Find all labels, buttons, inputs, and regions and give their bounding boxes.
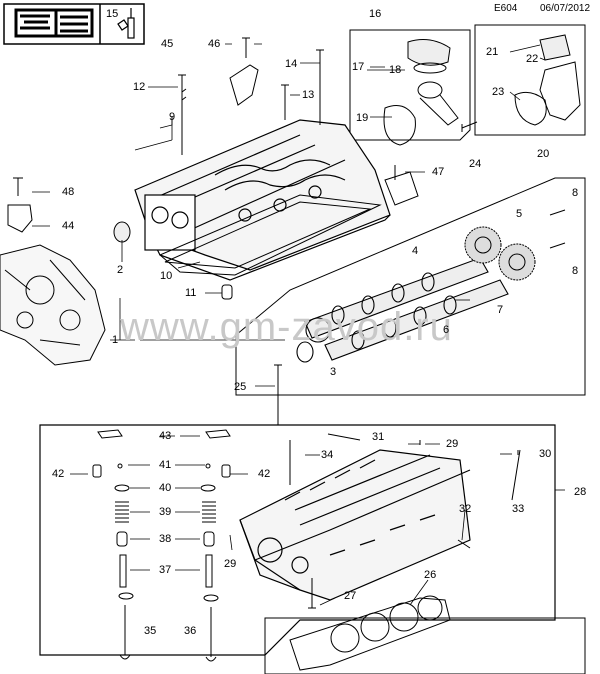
callout-6: 6	[443, 324, 450, 336]
callout-29-top: 29	[446, 438, 459, 450]
callout-20: 20	[537, 148, 550, 160]
callout-28: 28	[574, 486, 587, 498]
callout-18: 18	[389, 64, 402, 76]
callout-24: 24	[469, 158, 482, 170]
callout-32: 32	[459, 503, 472, 515]
head-gasket	[289, 595, 451, 671]
diagram-date: 06/07/2012	[540, 3, 591, 14]
callout-36: 36	[184, 625, 197, 637]
callout-27: 27	[344, 590, 357, 602]
timing-housing	[0, 244, 106, 366]
thermostat-housing	[514, 34, 581, 126]
callout-7: 7	[497, 304, 504, 316]
callout-1: 1	[112, 334, 119, 346]
callout-19: 19	[356, 112, 369, 124]
legend-number: 15	[106, 8, 119, 20]
callout-3: 3	[330, 366, 337, 378]
callout-16: 16	[369, 8, 382, 20]
callout-29-left: 29	[224, 558, 237, 570]
cover-bolts	[178, 37, 324, 155]
callout-43: 43	[159, 430, 172, 442]
bracket	[229, 64, 259, 106]
callout-30: 30	[539, 448, 552, 460]
thermostat-frame	[474, 24, 586, 136]
callout-11: 11	[185, 287, 197, 299]
callout-40: 40	[159, 482, 172, 494]
callout-5: 5	[516, 208, 523, 220]
cover-gasket	[159, 194, 382, 276]
cam-sprockets	[464, 226, 536, 281]
callout-42-right: 42	[258, 468, 271, 480]
camshaft-group-frame	[235, 177, 586, 396]
watermark: www.gm-zavod.ru	[120, 305, 453, 349]
callout-37: 37	[159, 564, 172, 576]
callout-8-bottom: 8	[572, 265, 579, 277]
callout-47: 47	[432, 166, 445, 178]
callout-13: 13	[302, 89, 315, 101]
callout-45: 45	[161, 38, 174, 50]
callout-46: 46	[208, 38, 221, 50]
callout-41: 41	[159, 459, 172, 471]
callout-48: 48	[62, 186, 75, 198]
callout-23: 23	[492, 86, 505, 98]
callout-42-left: 42	[52, 468, 65, 480]
callout-22: 22	[526, 53, 539, 65]
callout-9: 9	[169, 111, 176, 123]
oil-filler-cap	[383, 39, 459, 146]
callout-12: 12	[133, 81, 146, 93]
callout-31: 31	[372, 431, 385, 443]
leader-lines	[32, 43, 565, 606]
cam-seal	[113, 221, 131, 243]
callout-44: 44	[62, 220, 75, 232]
callout-26: 26	[424, 569, 437, 581]
legend-box	[3, 3, 145, 45]
diagram-code: E604	[494, 3, 518, 14]
callout-25: 25	[234, 381, 247, 393]
callout-38: 38	[159, 533, 172, 545]
callout-21: 21	[486, 46, 499, 58]
wrench-book-icon	[14, 8, 94, 38]
callout-34: 34	[321, 449, 334, 461]
cylinder-head	[239, 449, 471, 601]
cap-plug	[221, 284, 233, 300]
special-tool-icon	[117, 8, 135, 39]
callout-35: 35	[144, 625, 157, 637]
callout-17: 17	[352, 61, 365, 73]
callout-8-top: 8	[572, 187, 579, 199]
valve-parts	[92, 429, 231, 662]
callout-39: 39	[159, 506, 172, 518]
callout-2: 2	[117, 264, 124, 276]
cam-cover	[134, 119, 391, 281]
callout-10: 10	[160, 270, 173, 282]
callout-14: 14	[285, 58, 298, 70]
callout-33: 33	[512, 503, 525, 515]
head-gasket-frame	[264, 617, 586, 674]
oil-filler-frame	[349, 29, 471, 141]
valvetrain-group-frame	[39, 424, 556, 656]
callout-4: 4	[412, 245, 419, 257]
